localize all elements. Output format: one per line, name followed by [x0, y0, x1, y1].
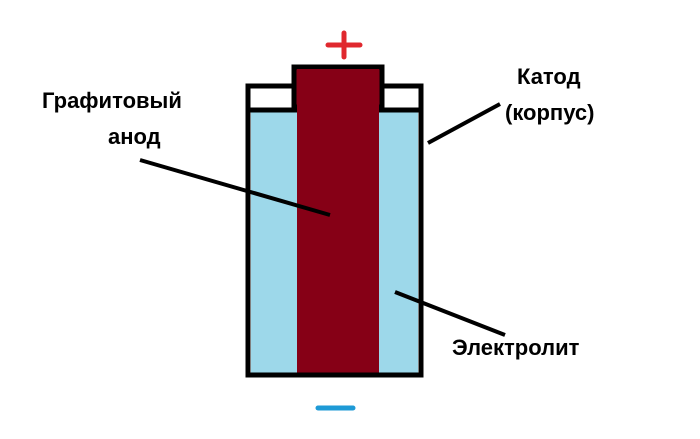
anode-label-line1: Графитовый	[42, 88, 182, 113]
anode-leader-line	[139, 158, 331, 217]
electrolyte-label: Электролит	[452, 335, 580, 360]
cathode-label-line1: Катод	[517, 64, 581, 89]
anode-label-line2: анод	[108, 124, 161, 149]
cathode-leader-line	[427, 102, 501, 145]
electrolyte-leader-line	[394, 290, 506, 337]
plus-terminal-icon	[325, 30, 363, 60]
graphite-anode	[297, 69, 379, 373]
cathode-label-line2: (корпус)	[505, 100, 594, 125]
